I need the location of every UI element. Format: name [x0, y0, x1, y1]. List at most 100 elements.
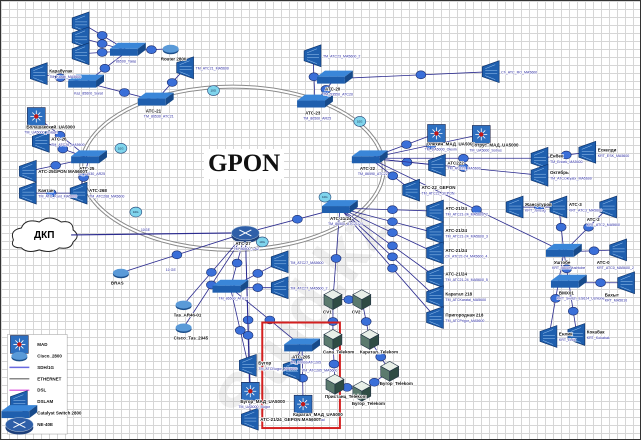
node-router2800[interactable] [162, 44, 179, 55]
cube-icon [332, 333, 343, 350]
node-atc22[interactable] [351, 150, 388, 164]
node-d16[interactable] [530, 163, 549, 187]
port-badge [567, 306, 579, 316]
node-c2[interactable] [352, 289, 372, 311]
node-d14[interactable] [530, 146, 549, 170]
switch-icon-front [284, 344, 313, 352]
node-c4[interactable] [360, 329, 380, 350]
switch-icon [297, 94, 333, 101]
node-oleyn[interactable] [427, 124, 446, 143]
node-d19[interactable] [599, 195, 617, 219]
node-c6[interactable] [352, 380, 372, 402]
node-d31[interactable] [270, 276, 289, 300]
dslam-icon [30, 62, 48, 86]
node-d5[interactable] [30, 62, 48, 86]
node-c1[interactable] [323, 289, 343, 311]
dslam-lines [75, 46, 88, 62]
port-badge [57, 144, 69, 154]
switch-icon-side [344, 70, 353, 84]
port-badge [231, 258, 243, 268]
node-c3[interactable] [323, 329, 343, 350]
dslam-icon [71, 42, 90, 66]
dslam-icon [69, 181, 88, 205]
node-sublabel: TM_Enbek_MA5600 [550, 160, 583, 164]
node-sublabel: KRT_Kokabak [587, 336, 610, 340]
node-atc21[interactable] [137, 92, 174, 106]
node-d20[interactable] [426, 199, 444, 223]
node-d23[interactable] [426, 265, 444, 289]
node-atc23[interactable] [297, 94, 333, 108]
node-d4[interactable] [176, 56, 194, 80]
node-d25[interactable] [426, 306, 444, 329]
dslam-icon [617, 271, 635, 295]
node-bolash[interactable] [27, 107, 46, 126]
switch-icon [317, 70, 353, 77]
node-label: ATC-22_GEPON [422, 185, 456, 190]
node-d18[interactable] [549, 195, 568, 219]
node-d21[interactable] [426, 221, 444, 245]
link-atc20-d7 [334, 71, 492, 80]
node-d10[interactable] [19, 181, 37, 205]
bras-link-label: 10 GE [166, 268, 177, 272]
node-karmad[interactable] [293, 394, 313, 414]
node-d22[interactable] [426, 241, 444, 265]
node-d9[interactable] [19, 159, 37, 183]
node-d17[interactable] [505, 195, 524, 219]
node-d12[interactable] [428, 153, 446, 177]
node-atc205[interactable] [284, 338, 321, 352]
switch-icon [545, 243, 582, 250]
cisco-router-icon [162, 44, 179, 53]
node-d33[interactable] [282, 357, 301, 381]
node-sublabel: KRT_5800H/ushtobe [552, 266, 585, 270]
node-sw27[interactable] [212, 279, 249, 293]
node-d3[interactable] [71, 42, 90, 66]
node-d26[interactable] [609, 238, 627, 262]
node-d32[interactable] [239, 353, 257, 377]
node-bsw[interactable] [109, 42, 146, 56]
node-atc20[interactable] [317, 70, 353, 84]
node-atc27[interactable] [231, 225, 260, 243]
node-label: Октябрь [550, 169, 569, 175]
node-d29[interactable] [567, 323, 586, 346]
node-d30[interactable] [270, 250, 289, 274]
node-label: ATC-25GPON MA5600T [38, 169, 88, 174]
node-d24[interactable] [426, 285, 444, 309]
node-d13[interactable] [402, 178, 420, 202]
node-sotpru[interactable] [472, 125, 491, 144]
node-d7[interactable] [481, 60, 500, 84]
node-label: BMX01 [559, 291, 574, 296]
node-d27[interactable] [617, 271, 635, 295]
dslam-icon [599, 195, 617, 219]
dslam-icon [426, 265, 444, 289]
node-label: ATC222 [447, 160, 464, 165]
node-d11[interactable] [69, 181, 88, 205]
node-kaz[interactable] [68, 74, 104, 88]
node-labels: ATC-21TM_86530_ATC21ATC-23TM_86500_AR25A… [24, 54, 635, 422]
node-bugmad[interactable] [241, 382, 260, 401]
node-d8[interactable] [32, 129, 50, 153]
port-badge [369, 377, 380, 387]
node-label: Tas_AR46-01 [174, 313, 202, 318]
node-atc2124[interactable] [321, 200, 358, 214]
node-sublabel: TM_UA5000_Bolash [24, 130, 57, 134]
node-d34[interactable] [241, 407, 259, 431]
legend-label: Cisco_2800 [37, 353, 62, 358]
node-d15[interactable] [578, 140, 597, 164]
mad-center [479, 132, 484, 137]
node-c7[interactable] [325, 373, 345, 395]
node-sublabel: TM_86530_AR25 [77, 172, 105, 176]
node-tas1[interactable] [175, 300, 192, 311]
link-atc2124-c1 [332, 208, 341, 300]
node-ushtobe[interactable] [545, 243, 582, 257]
node-bmx[interactable] [550, 274, 587, 288]
node-sublabel: TM_ATCKaratal_MA5600 [445, 298, 486, 302]
node-sublabel: KRT_MA5616 [605, 299, 627, 303]
node-d6[interactable] [303, 44, 322, 68]
node-tas2[interactable] [175, 323, 192, 333]
node-atc25[interactable] [71, 150, 107, 164]
node-sublabel: KRT_Jansug [525, 209, 546, 213]
dkp-cloud[interactable] [11, 217, 78, 252]
node-c5[interactable] [380, 361, 400, 382]
node-d28[interactable] [539, 325, 558, 348]
node-bras[interactable] [112, 268, 129, 279]
